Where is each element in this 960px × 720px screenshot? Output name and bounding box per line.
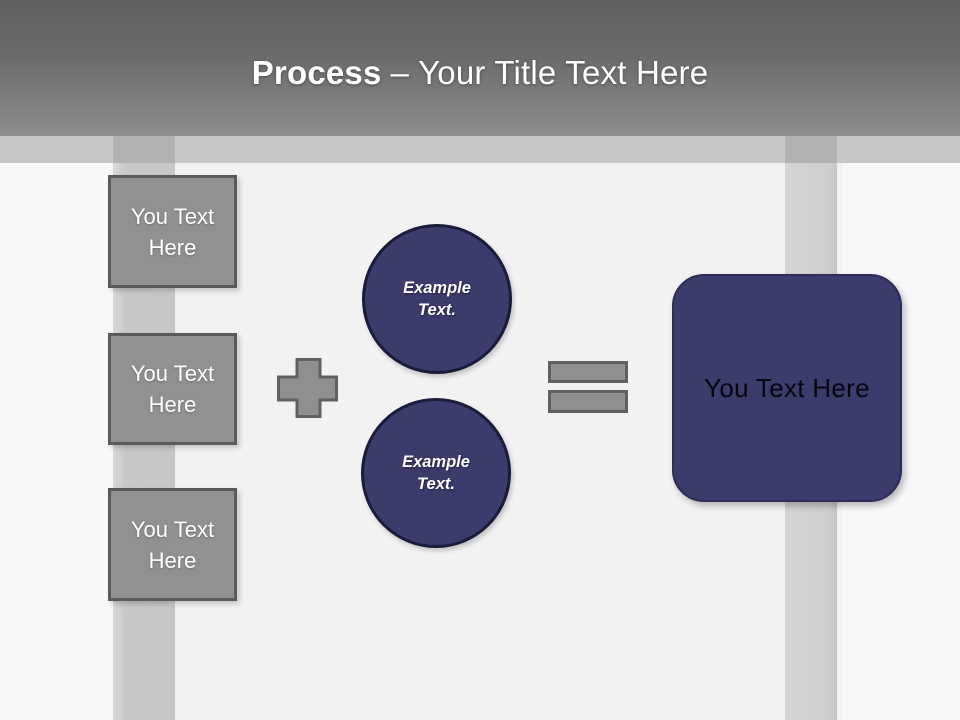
- text-placeholder-label: You Text Here: [130, 516, 215, 573]
- example-circle-label-line2: Text.: [417, 475, 455, 493]
- result-placeholder-box[interactable]: You Text Here: [672, 274, 902, 502]
- page-title: Process–Your Title Text Here: [252, 54, 709, 92]
- text-placeholder-label: You Text Here: [130, 203, 215, 260]
- slide-header: Process–Your Title Text Here: [0, 0, 960, 136]
- plus-icon: [277, 358, 338, 418]
- stripe-band-overlap-left: [113, 136, 175, 163]
- page-title-subtitle: Your Title Text Here: [418, 54, 709, 91]
- result-placeholder-label: You Text Here: [704, 372, 870, 403]
- equals-icon: [548, 361, 628, 413]
- example-circle-label-line1: Example: [402, 453, 470, 471]
- equals-bar-bottom: [548, 390, 628, 413]
- text-placeholder-label: You Text Here: [130, 361, 215, 417]
- example-circle-1[interactable]: Example Text.: [362, 224, 512, 374]
- page-title-separator: –: [390, 54, 410, 91]
- example-circle-2[interactable]: Example Text.: [361, 398, 511, 548]
- text-placeholder-box-2[interactable]: You Text Here: [108, 333, 237, 445]
- example-circle-label-line1: Example: [403, 279, 471, 297]
- stripe-band-overlap-right: [785, 136, 837, 163]
- equals-bar-top: [548, 361, 628, 383]
- page-title-keyword: Process: [251, 54, 382, 91]
- text-placeholder-box-3[interactable]: You Text Here: [108, 488, 237, 601]
- example-circle-label-line2: Text.: [418, 301, 456, 319]
- text-placeholder-box-1[interactable]: You Text Here: [108, 175, 237, 288]
